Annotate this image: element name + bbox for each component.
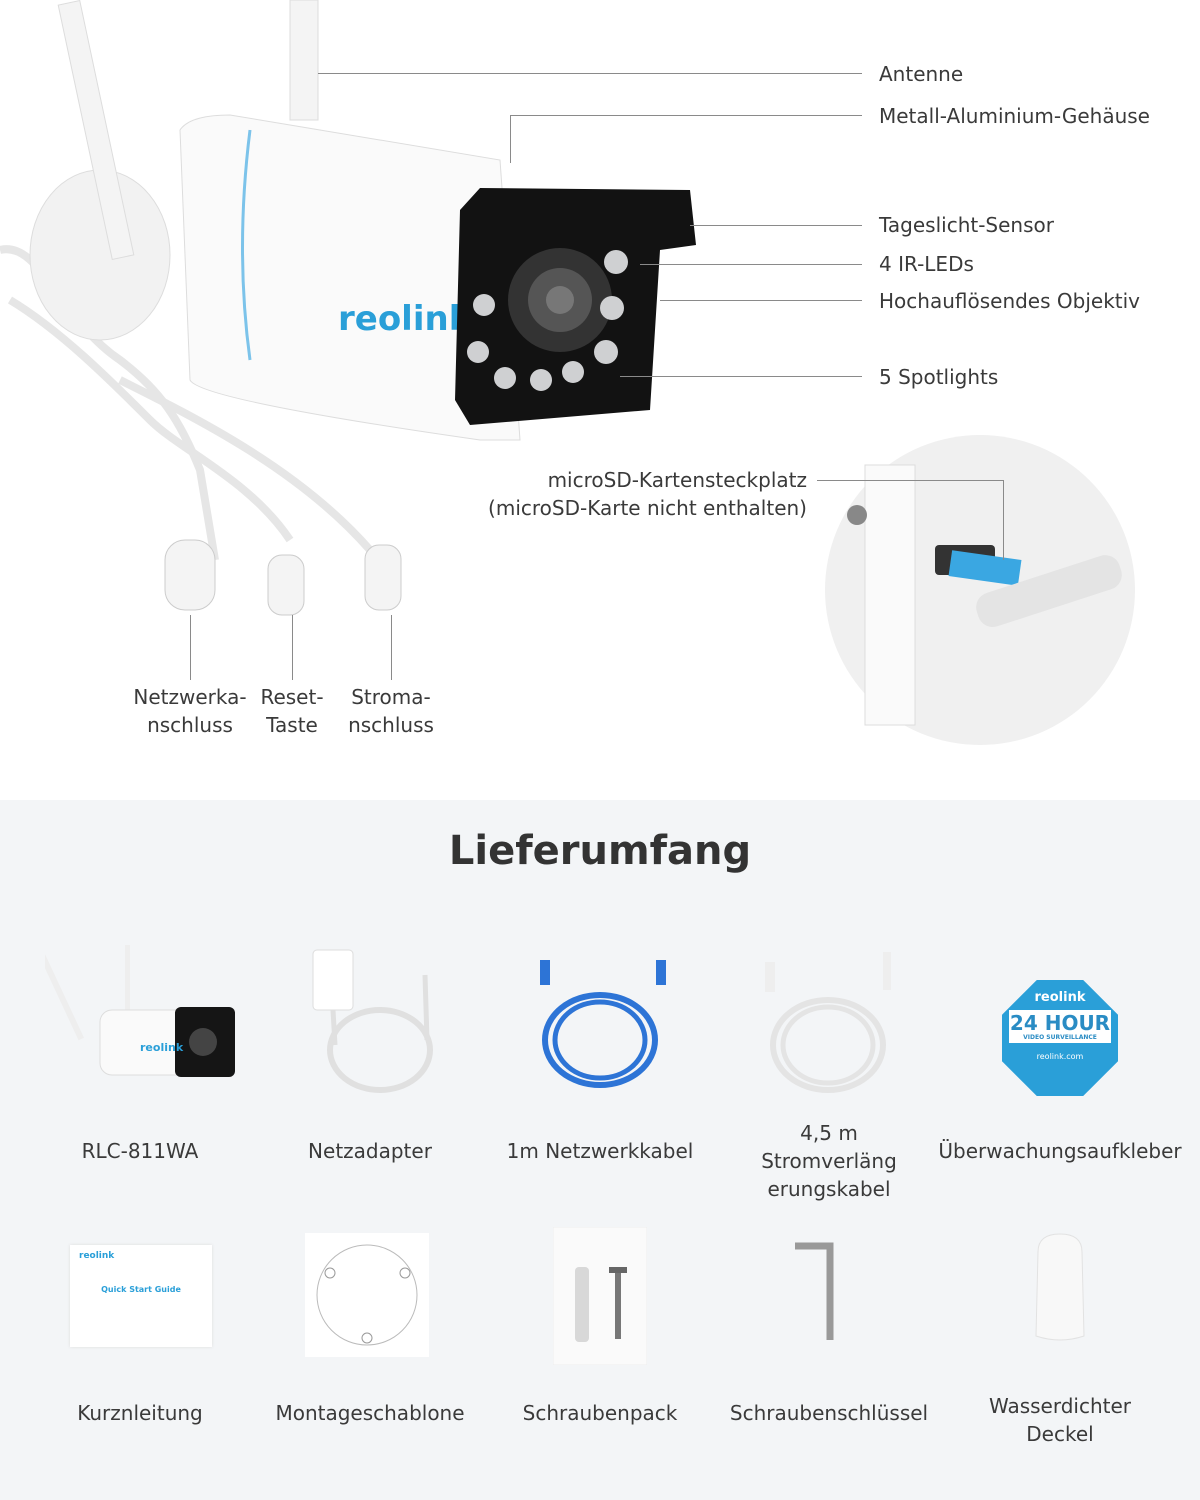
item-label: 1m Netzwerkkabel bbox=[506, 1139, 694, 1163]
callout-reset: Reset- Taste bbox=[242, 683, 342, 739]
sticker-sub: VIDEO SURVEILLANCE bbox=[1023, 1034, 1097, 1041]
item-label: Schraubenpack bbox=[522, 1401, 678, 1425]
callout-reset-l1: Reset- bbox=[260, 685, 324, 709]
item-label: Schraubenschlüssel bbox=[729, 1401, 929, 1425]
extension-cable-image bbox=[765, 952, 891, 1093]
ir-leader bbox=[640, 264, 862, 265]
callout-power: Stroma-nschluss bbox=[336, 683, 446, 739]
callout-network: Netzwerka-nschluss bbox=[120, 683, 260, 739]
item-label: Netzadapter bbox=[308, 1139, 432, 1163]
power-leader bbox=[391, 615, 392, 680]
item-label: Montageschablone bbox=[275, 1401, 465, 1425]
sticker-brand: reolink bbox=[1034, 990, 1086, 1005]
package-section bbox=[0, 800, 1200, 1500]
callout-network-l2: nschluss bbox=[147, 713, 233, 737]
callout-antenna: Antenne bbox=[879, 62, 964, 86]
item-label: 4,5 m Stromverläng erungskabel bbox=[714, 1119, 944, 1203]
microsd-leader-vertical bbox=[1003, 480, 1004, 560]
power-adapter-image bbox=[312, 949, 433, 1093]
item-label: Kurznleitung bbox=[77, 1401, 203, 1425]
item-label: Überwachungsaufkleber bbox=[938, 1139, 1182, 1163]
sticker-image: reolink 24 HOUR VIDEO SURVEILLANCE reoli… bbox=[1002, 980, 1118, 1096]
microsd-leader bbox=[817, 480, 1003, 481]
callout-network-l1: Netzwerka- bbox=[133, 685, 247, 709]
callout-lens: Hochauflösendes Objektiv bbox=[879, 289, 1141, 313]
quick-start-guide-image: reolink Quick Start Guide bbox=[70, 1245, 212, 1347]
item-label-l2: Deckel bbox=[1026, 1422, 1094, 1446]
antenna-leader bbox=[318, 73, 862, 74]
item-label-l1: Wasserdichter bbox=[988, 1394, 1132, 1418]
callout-power-l2: nschluss bbox=[348, 713, 434, 737]
item-label-l3: erungskabel bbox=[767, 1177, 891, 1201]
housing-leader bbox=[510, 115, 862, 116]
lens-leader bbox=[660, 300, 862, 301]
camera-logo: reolink bbox=[338, 299, 473, 339]
camera-illustration: reolink bbox=[0, 0, 696, 616]
spotlights-leader bbox=[620, 376, 862, 377]
hex-key-image bbox=[795, 1242, 834, 1340]
package-title: Lieferumfang bbox=[448, 828, 752, 874]
housing-leader-vertical bbox=[510, 115, 511, 163]
sticker-headline: 24 HOUR bbox=[1009, 1011, 1111, 1035]
callout-power-l1: Stroma- bbox=[351, 685, 431, 709]
guide-brand: reolink bbox=[79, 1251, 115, 1261]
callout-daylight-sensor: Tageslicht-Sensor bbox=[879, 213, 1054, 237]
sticker-url: reolink.com bbox=[1036, 1052, 1084, 1061]
callout-spotlights: 5 Spotlights bbox=[879, 365, 999, 389]
callout-microsd-note: (microSD-Karte nicht enthalten) bbox=[488, 496, 807, 520]
item-label-l2: Stromverläng bbox=[761, 1149, 897, 1173]
callout-microsd: microSD-Kartensteckplatz bbox=[547, 468, 807, 492]
callout-ir-leds: 4 IR-LEDs bbox=[879, 252, 974, 276]
guide-title: Quick Start Guide bbox=[101, 1285, 181, 1294]
mounting-template-image bbox=[305, 1233, 429, 1357]
sticker-panel: 24 HOUR VIDEO SURVEILLANCE bbox=[1008, 1009, 1112, 1044]
reset-leader bbox=[292, 615, 293, 680]
callout-housing: Metall-Aluminium-Gehäuse bbox=[879, 104, 1150, 128]
callout-reset-l2: Taste bbox=[266, 713, 318, 737]
screw-pack-image bbox=[553, 1227, 647, 1365]
network-leader bbox=[190, 615, 191, 680]
svg-text:reolink: reolink bbox=[140, 1041, 184, 1054]
waterproof-cap-image bbox=[1035, 1233, 1085, 1341]
item-label: RLC-811WA bbox=[81, 1139, 199, 1163]
camera-thumbnail: reolink bbox=[45, 937, 235, 1077]
sensor-leader bbox=[690, 225, 862, 226]
item-label-l1: 4,5 m bbox=[800, 1121, 858, 1145]
microsd-inset-image bbox=[825, 435, 1135, 745]
network-cable-image bbox=[540, 960, 666, 1088]
